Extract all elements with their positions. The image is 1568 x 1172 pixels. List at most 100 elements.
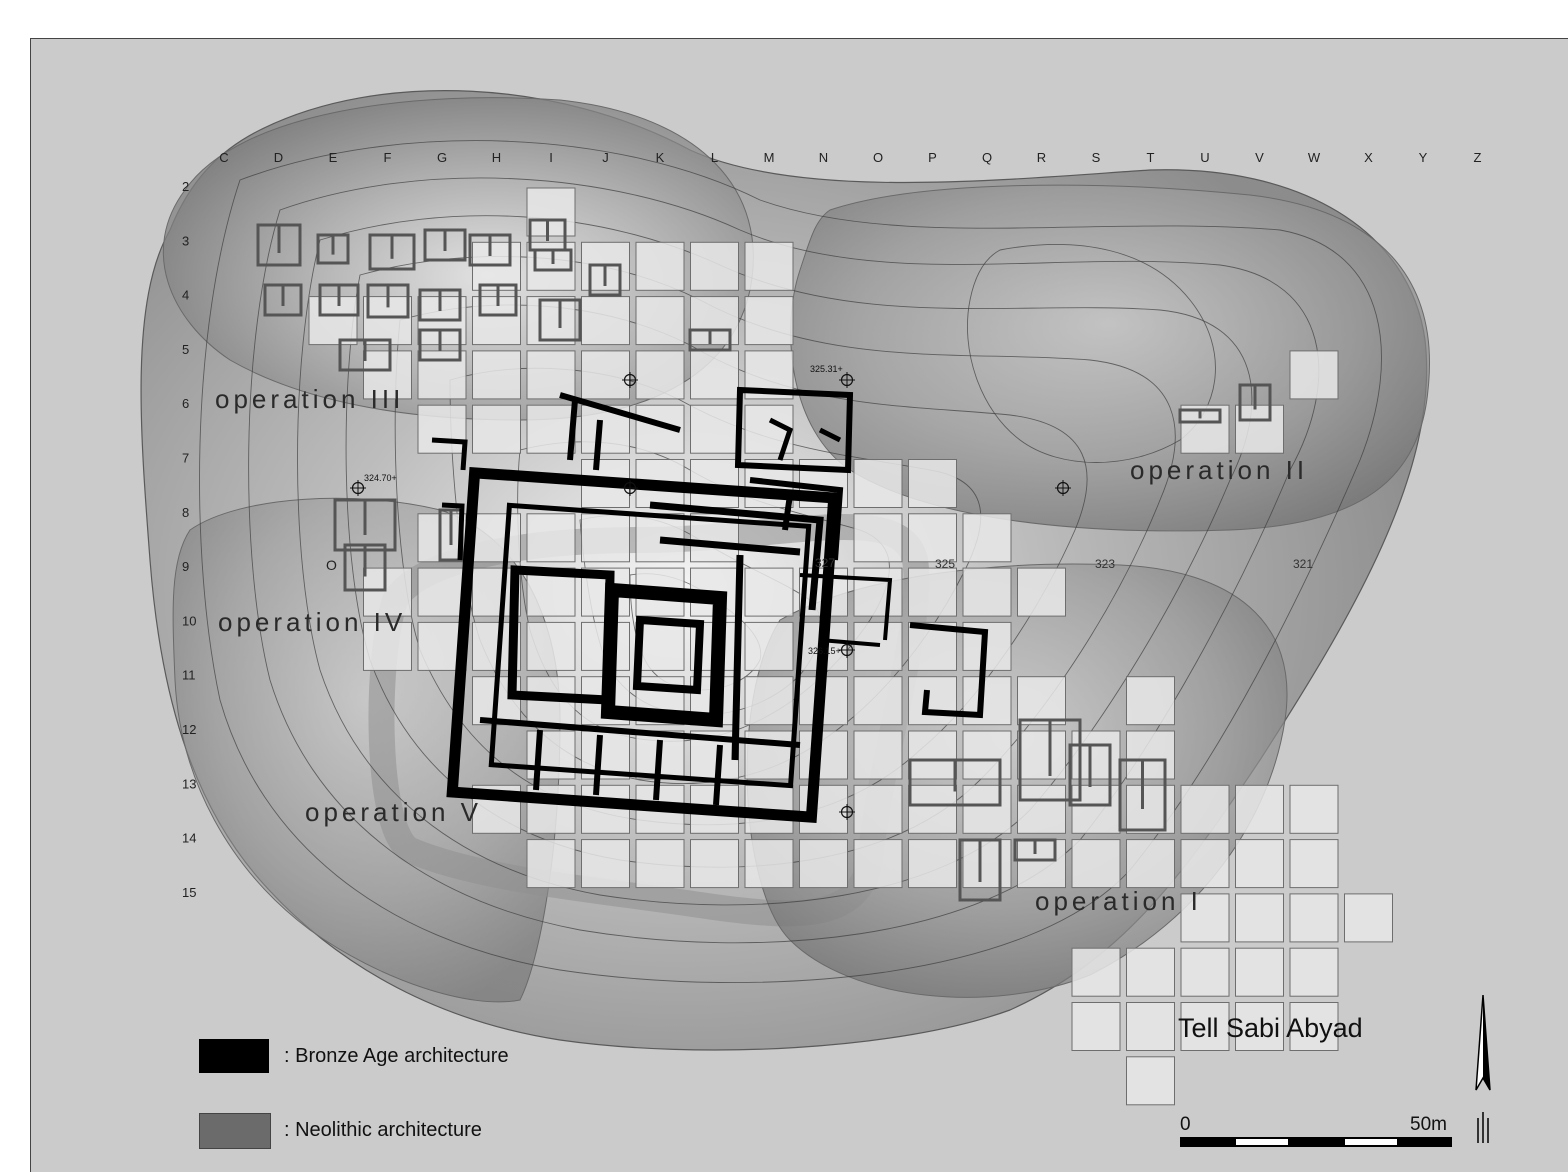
excavation-square (1126, 947, 1175, 997)
grid-row-label: 13 (182, 776, 196, 791)
grid-row-label: 11 (182, 668, 196, 683)
excavation-square (744, 676, 794, 726)
elevation-label: 325.31+ (810, 364, 843, 374)
excavation-square (1235, 893, 1284, 943)
crosshair-icon (350, 480, 366, 496)
excavation-square (1289, 947, 1339, 997)
excavation-square (962, 839, 1012, 889)
grid-col-label: G (437, 150, 447, 165)
excavation-square (581, 350, 630, 400)
grid-col-label: C (219, 150, 228, 165)
excavation-square (581, 513, 630, 563)
grid-col-label: O (873, 150, 883, 165)
excavation-square (1071, 947, 1121, 997)
excavation-square (853, 459, 903, 508)
legend-label-bronze-age: : Bronze Age architecture (284, 1045, 509, 1067)
excavation-square (1344, 893, 1393, 943)
excavation-square (526, 296, 576, 346)
excavation-square (526, 513, 576, 563)
label-operation-II: operation II (1130, 455, 1309, 485)
grid-col-label: F (384, 150, 392, 165)
grid-row-label: 4 (182, 288, 189, 303)
excavation-square (1289, 1002, 1339, 1051)
excavation-square (799, 839, 848, 889)
excavation-square (908, 839, 957, 889)
excavation-square (472, 513, 521, 563)
excavation-square (962, 513, 1012, 563)
excavation-square (581, 839, 630, 889)
scale-bar (1180, 1137, 1452, 1147)
excavation-square (1071, 1002, 1121, 1051)
excavation-square (1071, 839, 1121, 889)
excavation-square (635, 839, 685, 889)
excavation-square (853, 784, 903, 834)
excavation-square (1180, 784, 1230, 834)
excavation-square (1126, 839, 1175, 889)
grid-col-label: Q (982, 150, 992, 165)
excavation-square (635, 513, 685, 563)
grid-col-label: V (1255, 150, 1264, 165)
excavation-square (1180, 893, 1230, 943)
excavation-square (526, 350, 576, 400)
excavation-square (1017, 784, 1066, 834)
grid-row-label: 5 (182, 342, 189, 357)
grid-row-label: 8 (182, 505, 189, 520)
elevation-labels: 325.31+324.70+326.15+ (364, 364, 843, 656)
scale-end-label: 50m (1410, 1114, 1447, 1135)
grid-col-label: P (928, 150, 937, 165)
bronze-age-architecture (431, 386, 989, 824)
label-operation-V: operation V (305, 797, 482, 827)
grid-row-label: 3 (182, 233, 189, 248)
crosshair-icon (839, 372, 855, 388)
excavation-square (744, 241, 794, 291)
contour-label: 325 (935, 557, 955, 571)
grid-col-label: W (1308, 150, 1321, 165)
contour-label: 323 (1095, 557, 1115, 571)
excavation-square (908, 459, 957, 508)
excavation-square (799, 730, 848, 780)
excavation-square (1017, 839, 1066, 889)
excavation-square (1235, 947, 1284, 997)
excavation-square (690, 404, 739, 454)
excavation-square (1180, 1002, 1230, 1051)
excavation-square (472, 350, 521, 400)
grid-col-label: E (329, 150, 338, 165)
excavation-square (635, 241, 685, 291)
crosshair-icon (622, 480, 638, 496)
grid-col-label: K (656, 150, 665, 165)
grid-row-label: 7 (182, 451, 189, 466)
excavation-square (1235, 839, 1284, 889)
excavation-square (308, 296, 358, 346)
grid-col-label: H (492, 150, 501, 165)
excavation-square (635, 296, 685, 346)
contour-labels: 325 323 321 327 (815, 556, 1313, 571)
excavation-square (1180, 839, 1230, 889)
contour-label: 321 (1293, 557, 1313, 571)
excavation-square (1017, 567, 1066, 617)
excavation-square (853, 513, 903, 563)
grid-col-label: X (1364, 150, 1373, 165)
excavation-square (908, 784, 957, 834)
grid-col-label: R (1037, 150, 1046, 165)
contour-label: 327 (815, 556, 835, 570)
label-operation-I: operation I (1035, 886, 1202, 916)
excavation-square (908, 567, 957, 617)
excavation-square (526, 404, 576, 454)
excavation-square (363, 567, 412, 617)
excavation-square (1017, 676, 1066, 726)
excavation-square (1126, 1056, 1175, 1106)
excavation-square (962, 676, 1012, 726)
crosshair-icon (839, 804, 855, 820)
crosshair-icon (839, 642, 855, 658)
label-operation-III: operation III (215, 384, 405, 414)
excavation-square (853, 730, 903, 780)
elevation-label: 324.70+ (364, 473, 397, 483)
scale-start-label: 0 (1180, 1114, 1191, 1135)
legend-swatch-bronze-age (199, 1039, 269, 1073)
excavation-square (853, 839, 903, 889)
excavation-square (1126, 1002, 1175, 1051)
excavation-square (417, 404, 467, 454)
